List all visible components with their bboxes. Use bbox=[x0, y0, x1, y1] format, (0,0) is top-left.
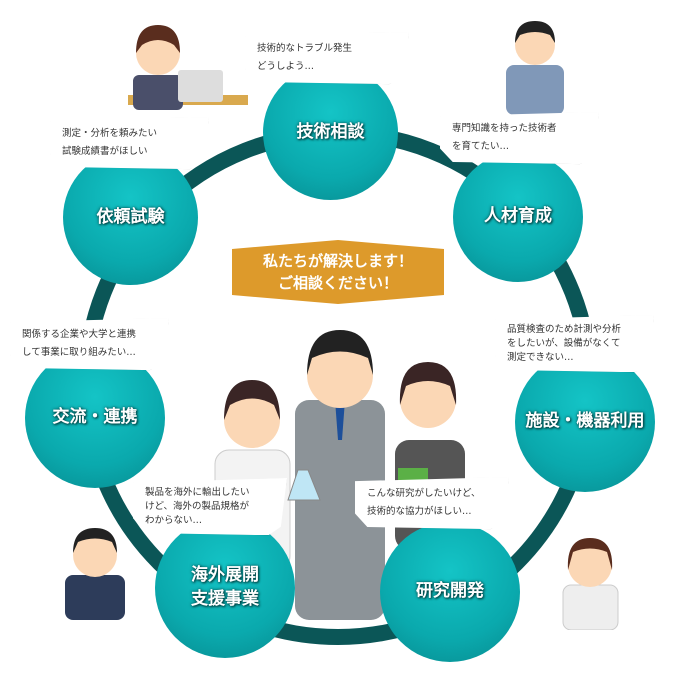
speech-bubble: 製品を海外に輸出したいけど、海外の製品規格がわからない… bbox=[133, 478, 287, 536]
service-label: 施設・機器利用 bbox=[525, 411, 645, 432]
service-label: 交流・連携 bbox=[52, 407, 138, 428]
service-circle-human-resources[interactable]: 人材育成 bbox=[453, 152, 583, 282]
speech-bubble: 関係する企業や大学と連携して事業に取り組みたい… bbox=[10, 318, 169, 371]
service-circle-overseas-expansion[interactable]: 海外展開支援事業 bbox=[155, 518, 295, 658]
speech-bubble: 測定・分析を頼みたい試験成績書がほしい bbox=[50, 117, 209, 170]
service-circle-exchange-collaboration[interactable]: 交流・連携 bbox=[25, 348, 165, 488]
service-circle-technical-consultation[interactable]: 技術相談 bbox=[263, 65, 398, 200]
service-circle-commissioned-testing[interactable]: 依頼試験 bbox=[63, 150, 198, 285]
service-label: 研究開発 bbox=[416, 581, 484, 602]
service-label: 技術相談 bbox=[296, 121, 365, 142]
worried-woman-illustration bbox=[562, 538, 619, 630]
call-to-action-banner: 私たちが解決します！ ご相談ください！ bbox=[232, 240, 444, 304]
speech-bubble: 技術的なトラブル発生どうしよう… bbox=[245, 32, 409, 85]
older-worker-illustration bbox=[506, 21, 564, 115]
woman-at-laptop-illustration bbox=[128, 25, 248, 110]
speech-bubble: 専門知識を持った技術者を育てたい… bbox=[440, 112, 599, 165]
service-circle-research-development[interactable]: 研究開発 bbox=[380, 522, 520, 662]
speech-bubble: こんな研究がしたいけど、技術的な協力がほしい… bbox=[355, 477, 509, 530]
service-label: 依頼試験 bbox=[96, 206, 165, 227]
worried-man-illustration bbox=[65, 528, 125, 620]
banner-line: 私たちが解決します！ bbox=[262, 251, 413, 270]
service-label-line: 支援事業 bbox=[191, 589, 259, 609]
speech-bubble: 品質検査のため計測や分析をしたいが、設備がなくて測定できない… bbox=[495, 315, 654, 373]
service-label-line: 海外展開 bbox=[191, 565, 259, 586]
service-label: 人材育成 bbox=[484, 206, 552, 227]
service-circle-facility-equipment[interactable]: 施設・機器利用 bbox=[515, 352, 655, 492]
banner-line: ご相談ください！ bbox=[277, 274, 398, 292]
